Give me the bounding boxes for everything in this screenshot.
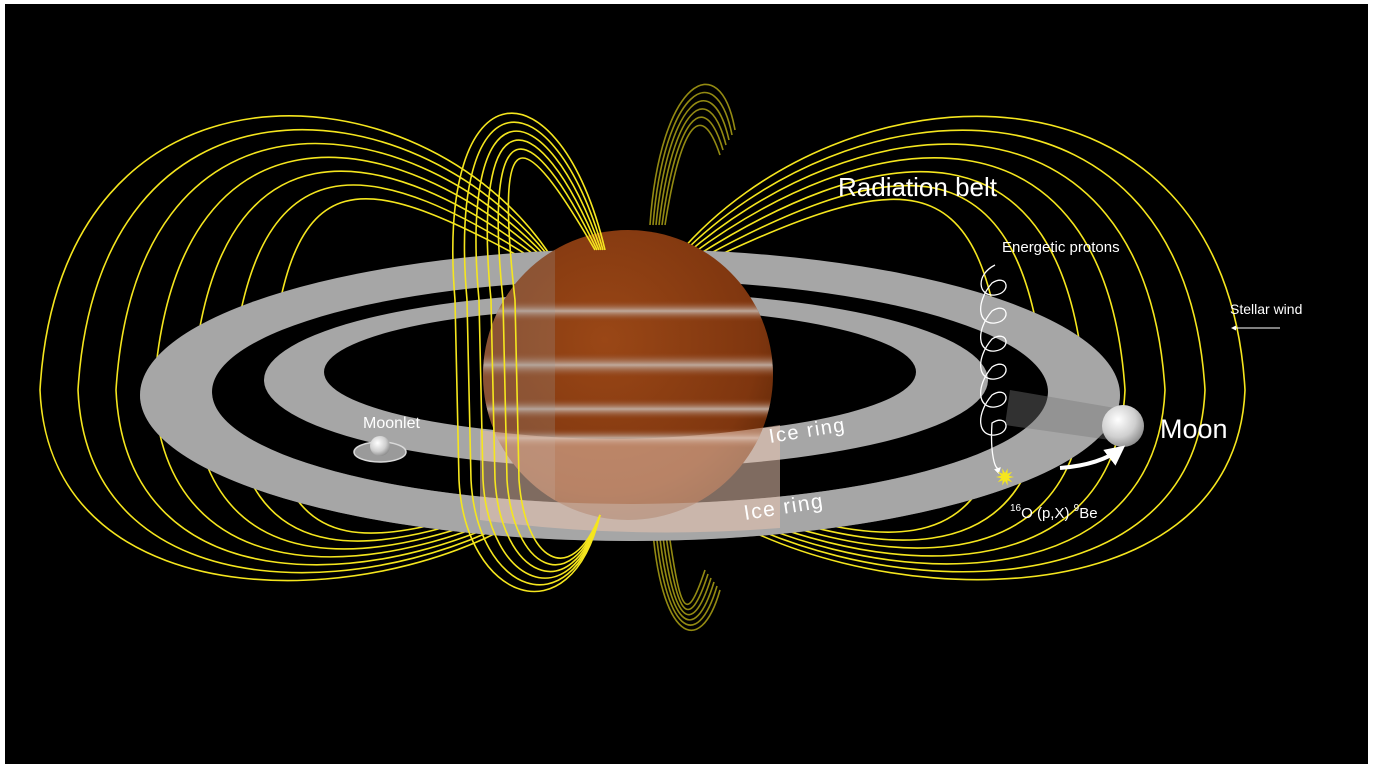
magnetic-field-lines-front [452, 112, 606, 593]
moon-label: Moon [1160, 414, 1228, 444]
radiation-belt-label: Radiation belt [838, 172, 998, 202]
field-line-faint [652, 91, 733, 226]
reaction-label: 16O (p,X) 9Be [1010, 503, 1098, 522]
moon-path-arrow [1059, 445, 1126, 470]
field-line-right [674, 115, 1246, 581]
moonlet-body [370, 436, 390, 456]
field-line-faint [658, 108, 727, 226]
moon [1102, 405, 1144, 447]
field-line-faint [649, 83, 736, 226]
field-line-faint [666, 519, 706, 605]
field-line-inner-left [486, 139, 601, 573]
moonlet [353, 436, 407, 463]
field-line-inner-left [452, 112, 606, 593]
field-line-faint [660, 519, 712, 616]
field-line-right [674, 143, 1166, 565]
ring-over-planet-highlight [480, 425, 780, 533]
field-line-faint [663, 519, 709, 611]
field-line-inner-left [463, 121, 604, 586]
field-line-faint [664, 124, 721, 226]
field-line-right [674, 157, 1126, 557]
stellar-wind-label: Stellar wind [1230, 301, 1302, 317]
proton-spiral-trajectory [980, 264, 1007, 474]
field-line-left [39, 115, 551, 582]
field-line-faint [651, 519, 721, 632]
field-line-faint [661, 116, 724, 226]
field-line-left [77, 128, 553, 574]
energetic-protons-label: Energetic protons [1002, 239, 1120, 256]
field-line-right [674, 129, 1206, 573]
field-line-faint [657, 519, 715, 621]
field-line-faint [654, 519, 718, 626]
field-line-inner-left [497, 148, 601, 566]
field-line-faint [655, 100, 730, 226]
field-line-inner-left [475, 130, 602, 579]
field-line-left [115, 142, 555, 566]
moonlet-label: Moonlet [363, 415, 420, 432]
starburst-icon [996, 468, 1014, 486]
field-line-inner-left [507, 157, 601, 559]
ring-front-segment [140, 392, 1120, 541]
